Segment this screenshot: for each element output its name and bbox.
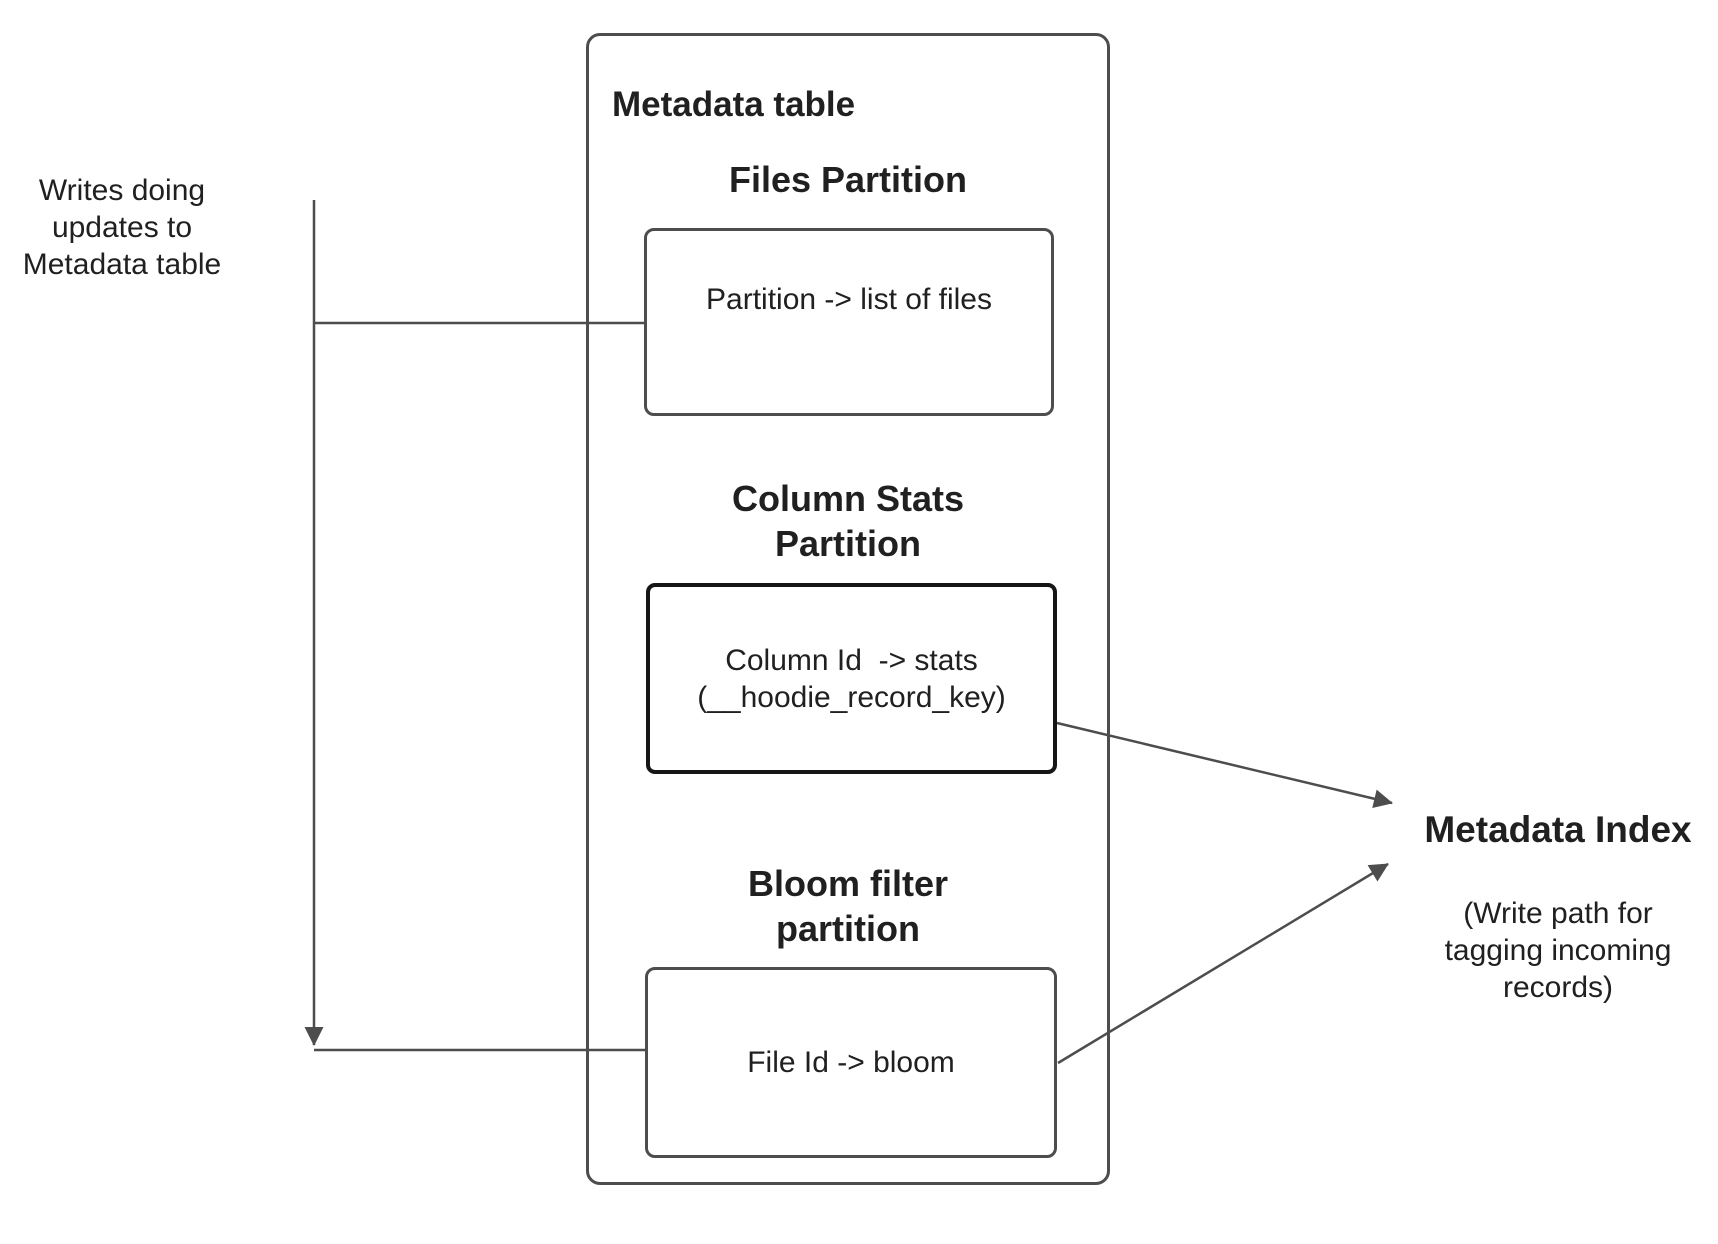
metadata-table-title: Metadata table: [612, 85, 856, 124]
bloom-filter-partition-box: File Id -> bloom: [645, 967, 1057, 1158]
writes-annotation: Writes doing updates to Metadata table: [22, 174, 222, 281]
metadata-index-subtitle: (Write path for tagging incoming records…: [1444, 897, 1672, 1004]
metadata-table-box: [586, 33, 1110, 1185]
column-stats-partition-heading: Column Stats Partition: [731, 478, 964, 564]
bloom-filter-partition-heading: Bloom filter partition: [747, 863, 948, 949]
files-partition-box: Partition -> list of files: [644, 228, 1054, 416]
files-partition-heading: Files Partition: [728, 159, 968, 200]
files-partition-mapping: Partition -> list of files: [706, 283, 992, 316]
metadata-index-title: Metadata Index: [1424, 809, 1692, 850]
column-stats-partition-box: Column Id -> stats (__hoodie_record_key): [646, 583, 1057, 774]
